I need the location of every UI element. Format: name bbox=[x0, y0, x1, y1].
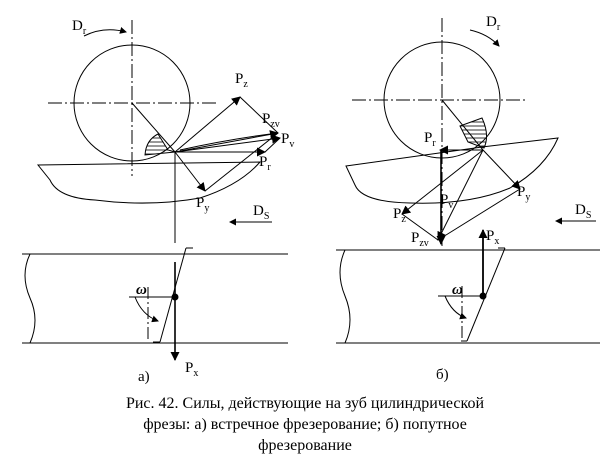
label-py-a: Py bbox=[196, 195, 209, 214]
label-omega-a: ω bbox=[136, 282, 147, 298]
panel-a-labels: Dr Pz Pzv Pv Pr Py DS ω Px а) bbox=[72, 18, 294, 385]
construct-line-a1 bbox=[239, 96, 279, 134]
caption-line-2: фрезы: а) встречное фрезерование; б) поп… bbox=[143, 416, 467, 433]
workpiece-profile-a bbox=[36, 161, 262, 204]
force-py-a bbox=[174, 151, 206, 192]
break-left-b bbox=[339, 249, 351, 344]
construct-line-b2 bbox=[437, 188, 521, 241]
label-dr-a: Dr bbox=[72, 18, 87, 37]
force-pv-a bbox=[174, 134, 281, 153]
label-py-b: Py bbox=[517, 184, 530, 203]
label-pv-a: Pv bbox=[281, 131, 294, 150]
force-pzv-b bbox=[437, 149, 484, 241]
label-pzv-b: Pzv bbox=[411, 230, 429, 249]
label-dr-b: Dr bbox=[486, 14, 501, 33]
omega-arc-a bbox=[134, 296, 159, 323]
label-omega-b: ω bbox=[452, 282, 463, 298]
label-pr-a: Pr bbox=[259, 154, 271, 173]
construct-line-a2 bbox=[204, 132, 279, 192]
force-pz-b bbox=[401, 149, 484, 215]
label-pz-b: Pz bbox=[393, 206, 406, 225]
omega-arc-b bbox=[444, 295, 467, 320]
rotation-arrow-a bbox=[83, 27, 127, 37]
radius-line-a bbox=[131, 102, 176, 153]
label-pv-b: Pv bbox=[440, 192, 453, 211]
rotation-arrow-b bbox=[469, 29, 500, 47]
label-pzv-a: Pzv bbox=[262, 111, 280, 130]
panel-label-b: б) bbox=[436, 367, 449, 383]
construct-line-b1 bbox=[401, 213, 439, 241]
label-px-b: Px bbox=[486, 228, 499, 247]
radius-line-b bbox=[441, 99, 484, 151]
panel-a bbox=[22, 20, 288, 361]
label-ds-a: DS bbox=[253, 203, 269, 222]
caption-line-3: фрезерование bbox=[258, 437, 352, 454]
construct-arc-a bbox=[179, 132, 279, 151]
label-ds-b: DS bbox=[575, 202, 591, 221]
panel-b-labels: Dr Pr Pv Py Pz Pzv Px DS ω б) bbox=[393, 14, 591, 383]
figure-caption: Рис. 42. Силы, действующие на зуб цилинд… bbox=[0, 393, 610, 456]
force-py-b bbox=[482, 149, 521, 190]
break-left-a bbox=[24, 253, 36, 344]
caption-line-1: Рис. 42. Силы, действующие на зуб цилинд… bbox=[125, 395, 485, 412]
force-pzv-a bbox=[174, 130, 279, 153]
chip-a bbox=[144, 133, 176, 156]
label-pz-a: Pz bbox=[235, 71, 248, 90]
label-px-a: Px bbox=[185, 360, 198, 379]
label-pr-b: Pr bbox=[424, 130, 436, 149]
chip-b bbox=[459, 117, 488, 149]
construct-line-a3 bbox=[264, 137, 281, 153]
panel-label-a: а) bbox=[138, 369, 150, 385]
panel-b bbox=[336, 18, 600, 344]
force-pz-a bbox=[174, 96, 241, 153]
workpiece-profile-b bbox=[345, 137, 559, 204]
